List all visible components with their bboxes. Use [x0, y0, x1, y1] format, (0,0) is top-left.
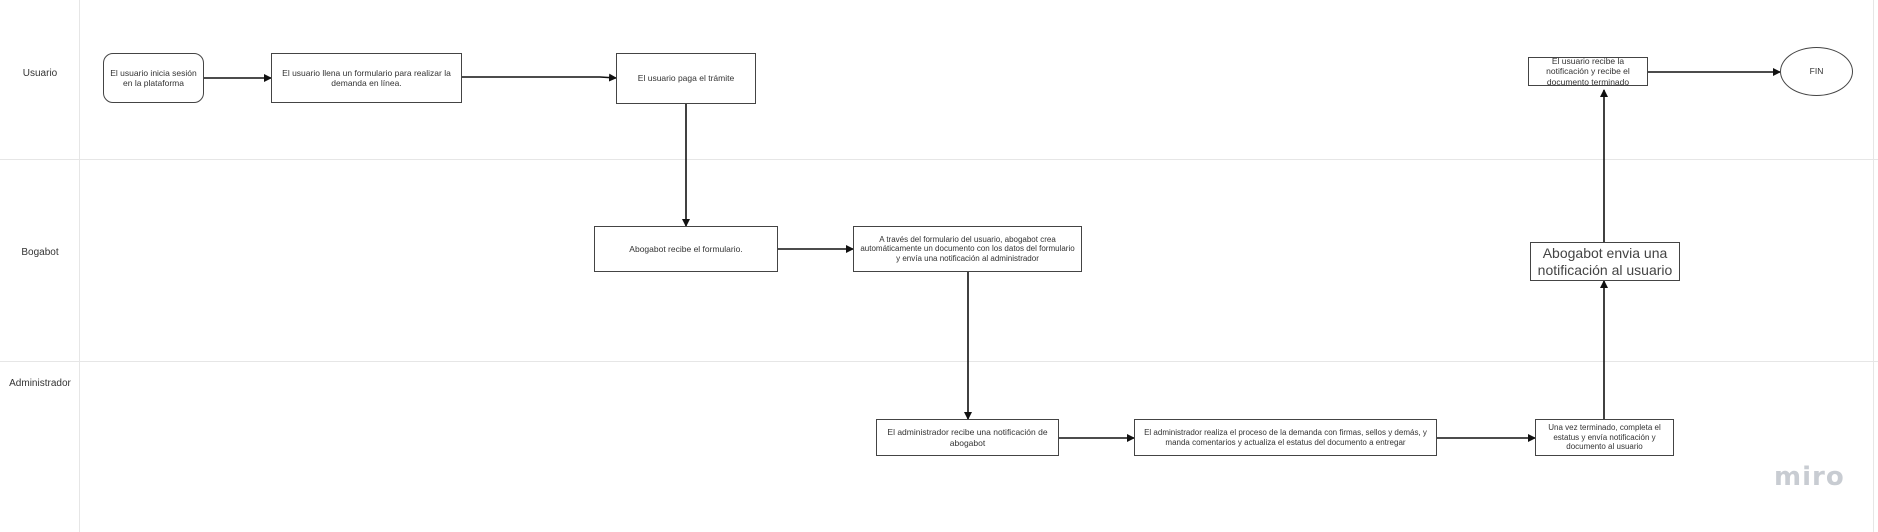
- node-admin-process[interactable]: El administrador realiza el proceso de l…: [1134, 419, 1437, 456]
- arrow-form-to-pay: [462, 73, 617, 82]
- node-create-document[interactable]: A través del formulario del usuario, abo…: [853, 226, 1082, 272]
- node-receive-form[interactable]: Abogabot recibe el formulario.: [594, 226, 778, 272]
- node-admin-notified[interactable]: El administrador recibe una notificación…: [876, 419, 1059, 456]
- lane-label-bogabot: Bogabot: [21, 247, 59, 258]
- node-user-receives-document[interactable]: El usuario recibe la notificación y reci…: [1528, 57, 1648, 86]
- node-pay[interactable]: El usuario paga el trámite: [616, 53, 756, 104]
- lane-divider-usuario-bogabot: [0, 159, 1878, 160]
- node-complete-status[interactable]: Una vez terminado, completa el estatus y…: [1535, 419, 1674, 456]
- node-end[interactable]: FIN: [1780, 47, 1853, 96]
- miro-logo: miro: [1774, 462, 1845, 492]
- lane-label-usuario: Usuario: [22, 68, 58, 79]
- board-right-edge: [1873, 0, 1874, 532]
- lane-label-divider: [79, 0, 80, 532]
- lane-divider-bogabot-administrador: [0, 361, 1878, 362]
- node-send-notification[interactable]: Abogabot envia una notificación al usuar…: [1530, 242, 1680, 281]
- node-login[interactable]: El usuario inicia sesión en la plataform…: [103, 53, 204, 103]
- lane-label-administrador: Administrador: [9, 378, 71, 389]
- node-form[interactable]: El usuario llena un formulario para real…: [271, 53, 462, 103]
